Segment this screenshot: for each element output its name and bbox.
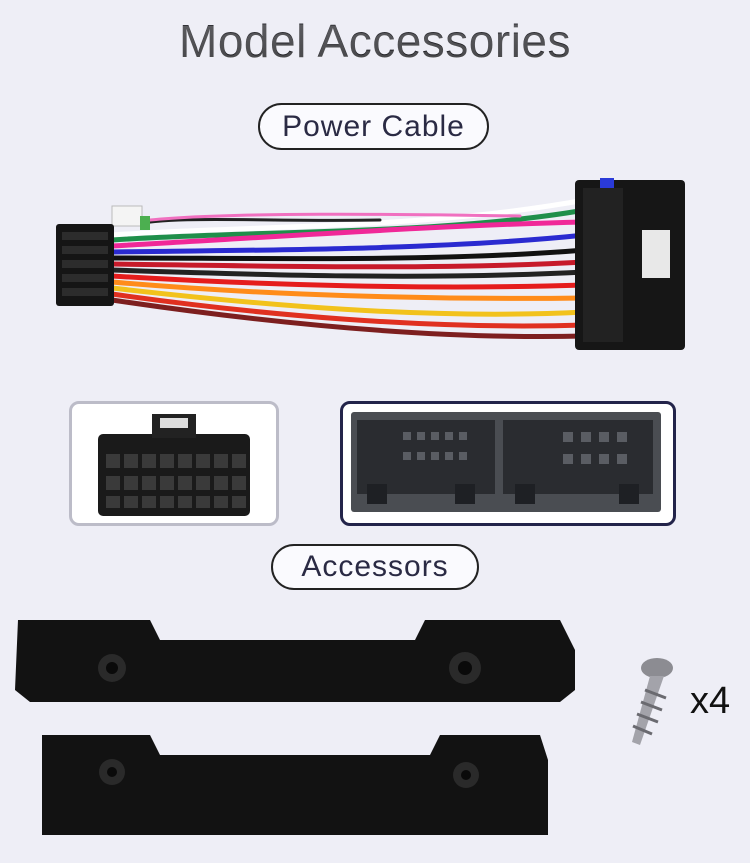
section-label-power-cable: Power Cable [258, 103, 489, 150]
power-cable-image [56, 178, 685, 350]
page-title: Model Accessories [0, 14, 750, 68]
screw-icon [632, 658, 673, 745]
section-label-accessories: Accessors [271, 544, 479, 590]
connector-detail-harness-plug [340, 401, 676, 526]
connector-detail-16pin [69, 401, 279, 526]
screw-quantity: x4 [690, 680, 731, 722]
